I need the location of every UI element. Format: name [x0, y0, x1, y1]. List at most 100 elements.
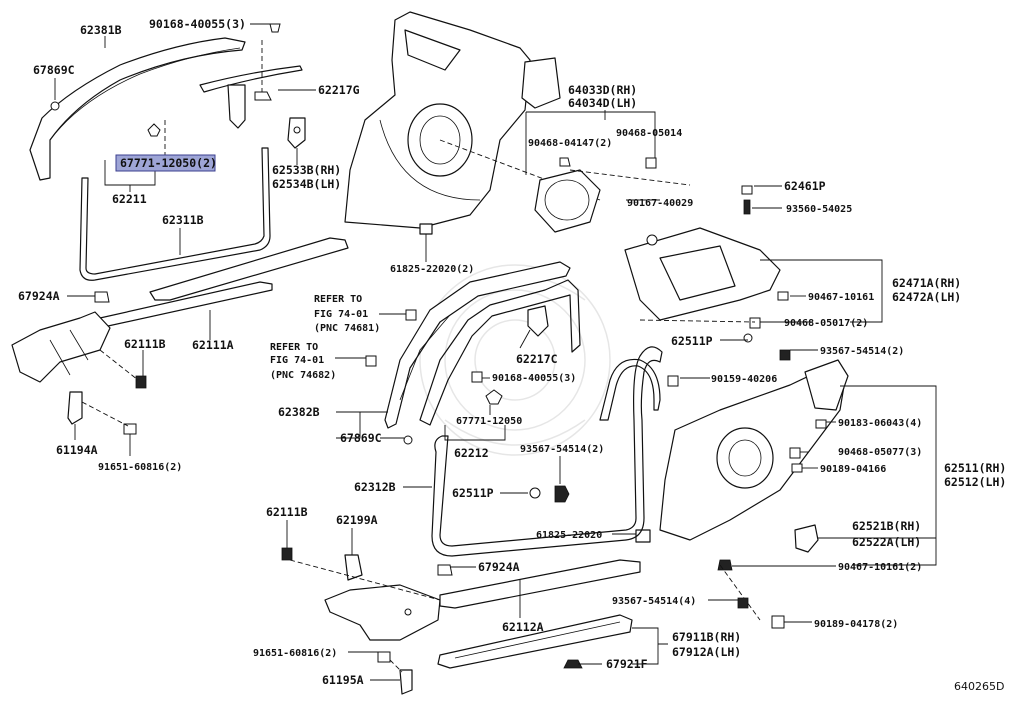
label-62312B[interactable]: 62312B	[354, 480, 396, 494]
label-90168-top[interactable]: 90168-40055(3)	[149, 17, 246, 31]
label-61825-top[interactable]: 61825-22020(2)	[390, 264, 474, 275]
scuff-plate-62112A[interactable]	[439, 559, 641, 609]
screw-90168-mid[interactable]	[471, 371, 483, 383]
clip-90183[interactable]	[815, 419, 827, 429]
label-64034D[interactable]: 64034D(LH)	[568, 96, 637, 110]
clip-90468-05077[interactable]	[789, 447, 801, 459]
screw-93567-right[interactable]	[779, 349, 791, 361]
moulding-62217G[interactable]	[199, 65, 303, 93]
label-90167[interactable]: 90167-40029	[627, 198, 693, 209]
screw-93567-mid[interactable]	[554, 485, 570, 503]
clip-67771-top[interactable]	[147, 123, 161, 137]
label-62521B[interactable]: 62521B(RH)	[852, 519, 921, 533]
label-93567-mid[interactable]: 93567-54514(2)	[520, 444, 604, 455]
bracket-62217G[interactable]	[227, 84, 246, 129]
clip-90468-05014[interactable]	[645, 157, 657, 169]
label-67924A-bottom[interactable]: 67924A	[478, 560, 520, 574]
clip-90189-04166[interactable]	[791, 463, 803, 473]
label-67924A-left[interactable]: 67924A	[18, 289, 60, 303]
label-62472A[interactable]: 62472A(LH)	[892, 290, 961, 304]
label-62511P-mid[interactable]: 62511P	[452, 486, 494, 500]
bolt-91651-left[interactable]	[123, 423, 137, 435]
weatherstrip-62311B[interactable]	[79, 147, 271, 281]
label-62522A[interactable]: 62522A(LH)	[852, 535, 921, 549]
screw-93567-bottom[interactable]	[737, 597, 749, 609]
label-90189-04178[interactable]: 90189-04178(2)	[814, 619, 898, 630]
label-62217G[interactable]: 62217G	[318, 83, 360, 97]
label-90467-top[interactable]: 90467-10161	[808, 292, 874, 303]
label-62381B[interactable]: 62381B	[80, 23, 122, 37]
label-90168-mid[interactable]: 90168-40055(3)	[492, 373, 576, 384]
clip-90467-top[interactable]	[777, 291, 789, 301]
clip-62511P-mid[interactable]	[529, 487, 541, 499]
label-62199A[interactable]: 62199A	[336, 513, 378, 527]
label-90468-04147[interactable]: 90468-04147(2)	[528, 138, 612, 149]
scuff-plate-62111A[interactable]	[149, 237, 349, 301]
pillar-garnish-62382B[interactable]	[384, 261, 571, 429]
clip-90159[interactable]	[667, 375, 679, 387]
screw-67869C-top[interactable]	[50, 101, 60, 111]
label-62534B[interactable]: 62534B(LH)	[272, 177, 341, 191]
label-67869C-top[interactable]: 67869C	[33, 63, 75, 77]
clip-67921F[interactable]	[563, 659, 583, 669]
screw-62111B-bottom[interactable]	[281, 547, 293, 561]
bracket-62217C[interactable]	[527, 305, 549, 337]
label-90467-bottom[interactable]: 90467-10161(2)	[838, 562, 922, 573]
clip-67771-mid[interactable]	[485, 389, 503, 405]
label-67911B[interactable]: 67911B(RH)	[672, 630, 741, 644]
bracket-62521B[interactable]	[794, 524, 819, 553]
clip-62461P[interactable]	[741, 185, 753, 195]
label-90183[interactable]: 90183-06043(4)	[838, 418, 922, 429]
label-67921F[interactable]: 67921F	[606, 657, 648, 671]
label-62511P-right[interactable]: 62511P	[671, 334, 713, 348]
label-62111A[interactable]: 62111A	[192, 338, 234, 352]
clip-67924A-bottom[interactable]	[437, 564, 453, 576]
bracket-62199A[interactable]	[344, 554, 363, 581]
clip-62511P-right[interactable]	[743, 333, 753, 343]
label-62382B[interactable]: 62382B	[278, 405, 320, 419]
clip-67924A-left[interactable]	[94, 291, 110, 303]
cowl-side-trim[interactable]	[11, 311, 111, 383]
package-tray-side-64033D[interactable]	[521, 57, 561, 109]
weatherstrip-62312B[interactable]	[431, 346, 663, 557]
label-91651-bottom[interactable]: 91651-60816(2)	[253, 648, 337, 659]
screw-93560[interactable]	[743, 199, 751, 215]
label-62111B-left[interactable]: 62111B	[124, 337, 166, 351]
label-67771-highlight[interactable]: 67771-12050(2)	[120, 156, 217, 170]
label-67912A[interactable]: 67912A(LH)	[672, 645, 741, 659]
clip-61825-mid[interactable]	[635, 529, 651, 543]
label-90468-05014[interactable]: 90468-05014	[616, 128, 682, 139]
label-62311B[interactable]: 62311B	[162, 213, 204, 227]
label-90189-04166[interactable]: 90189-04166	[820, 464, 886, 475]
label-67771-mid[interactable]: 67771-12050	[456, 416, 522, 427]
scuff-plate-67911B[interactable]	[437, 614, 633, 669]
label-90468-05077[interactable]: 90468-05077(3)	[838, 447, 922, 458]
door-frame-62212[interactable]	[419, 279, 581, 426]
label-61195A[interactable]: 61195A	[322, 673, 364, 687]
label-62533B[interactable]: 62533B(RH)	[272, 163, 341, 177]
label-61194A[interactable]: 61194A	[56, 443, 98, 457]
label-91651-left[interactable]: 91651-60816(2)	[98, 462, 182, 473]
label-93567-right[interactable]: 93567-54514(2)	[820, 346, 904, 357]
label-67869C-mid[interactable]: 67869C	[340, 431, 382, 445]
pillar-garnish-62381B[interactable]	[29, 37, 246, 181]
cowl-side-lower[interactable]	[324, 584, 441, 641]
label-64033D[interactable]: 64033D(RH)	[568, 83, 637, 97]
label-62461P[interactable]: 62461P	[784, 179, 826, 193]
label-93560[interactable]: 93560-54025	[786, 204, 852, 215]
label-61825-mid[interactable]: 61825-22020	[536, 530, 602, 541]
label-90159[interactable]: 90159-40206	[711, 374, 777, 385]
label-93567-bottom[interactable]: 93567-54514(4)	[612, 596, 696, 607]
label-62471A[interactable]: 62471A(RH)	[892, 276, 961, 290]
label-62217C[interactable]: 62217C	[516, 352, 558, 366]
label-62212[interactable]: 62212	[454, 446, 489, 460]
screw-90167[interactable]	[646, 234, 658, 246]
clip-61825-top[interactable]	[419, 223, 433, 235]
label-62112A[interactable]: 62112A	[502, 620, 544, 634]
screw-90168-top[interactable]	[269, 23, 281, 33]
clip-90189-04178[interactable]	[771, 615, 785, 629]
screw-67869C-mid[interactable]	[403, 435, 413, 445]
label-62211[interactable]: 62211	[112, 192, 147, 206]
bracket-61195A[interactable]	[399, 669, 413, 695]
label-62511RH[interactable]: 62511(RH)	[944, 461, 1006, 475]
